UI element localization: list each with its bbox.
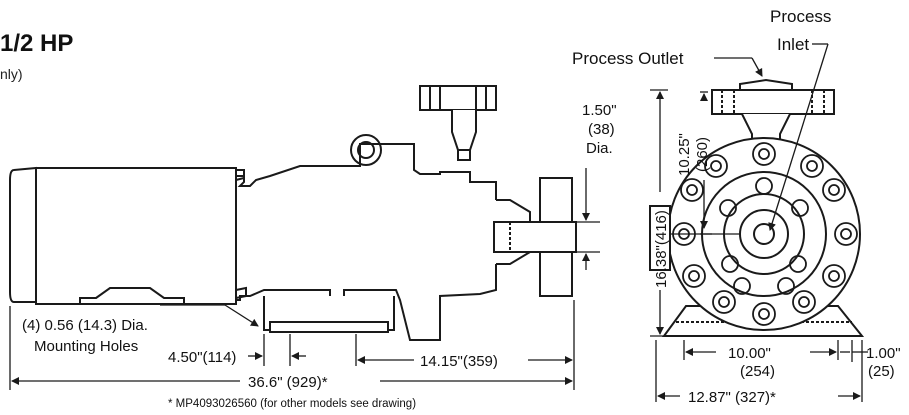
outlet-dim-line2: (38)	[588, 121, 615, 138]
motor-foot	[79, 287, 185, 305]
outlet-dim-line1: 1.50"	[582, 102, 617, 119]
dim-450-label: 4.50"(114)	[168, 349, 236, 366]
front-view	[649, 78, 865, 337]
side-view-dimensions	[9, 168, 600, 390]
front-view-dimensions	[650, 43, 868, 402]
front-suction-tab	[649, 205, 671, 271]
outlet-dim-line3: Dia.	[586, 140, 613, 157]
dim-366-label: 36.6" (929)*	[248, 374, 328, 391]
process-outlet-label: Process Outlet	[572, 49, 684, 68]
suction-flange	[493, 177, 577, 297]
footnote: * MP4093026560 (for other models see dra…	[168, 398, 416, 410]
top-outlet-flange	[419, 85, 497, 161]
dim-1025-label: 10.25"	[676, 133, 693, 176]
dim-100-label: 1.00"	[866, 345, 901, 362]
dim-260-label: (260)	[694, 137, 711, 172]
dim-254-label: (254)	[740, 363, 775, 380]
side-view-text: 1.50" (38) Dia. (4) 0.56 (14.3) Dia. Mou…	[22, 102, 617, 410]
header-subtitle: nly)	[0, 66, 23, 82]
lifting-eye	[350, 134, 382, 166]
dim-1415-label: 14.15"(359)	[420, 353, 498, 370]
casing-bolts	[672, 142, 858, 326]
motor-body	[9, 166, 237, 305]
process-inlet-label-2: Inlet	[777, 35, 809, 54]
front-view-text: Process Inlet Process Outlet 10.25" (260…	[572, 7, 901, 406]
process-inlet-label-1: Process	[770, 7, 831, 26]
dim-25-label: (25)	[868, 363, 895, 380]
dim-1638-label: 16.38"(416)	[653, 210, 670, 288]
dim-1000-label: 10.00"	[728, 345, 771, 362]
mounting-holes-label-1: (4) 0.56 (14.3) Dia.	[22, 317, 148, 334]
horsepower-title: 1/2 HP	[0, 30, 74, 57]
dim-1287-label: 12.87" (327)*	[688, 389, 776, 406]
mounting-holes-label-2: Mounting Holes	[34, 338, 138, 355]
side-view	[9, 85, 577, 341]
